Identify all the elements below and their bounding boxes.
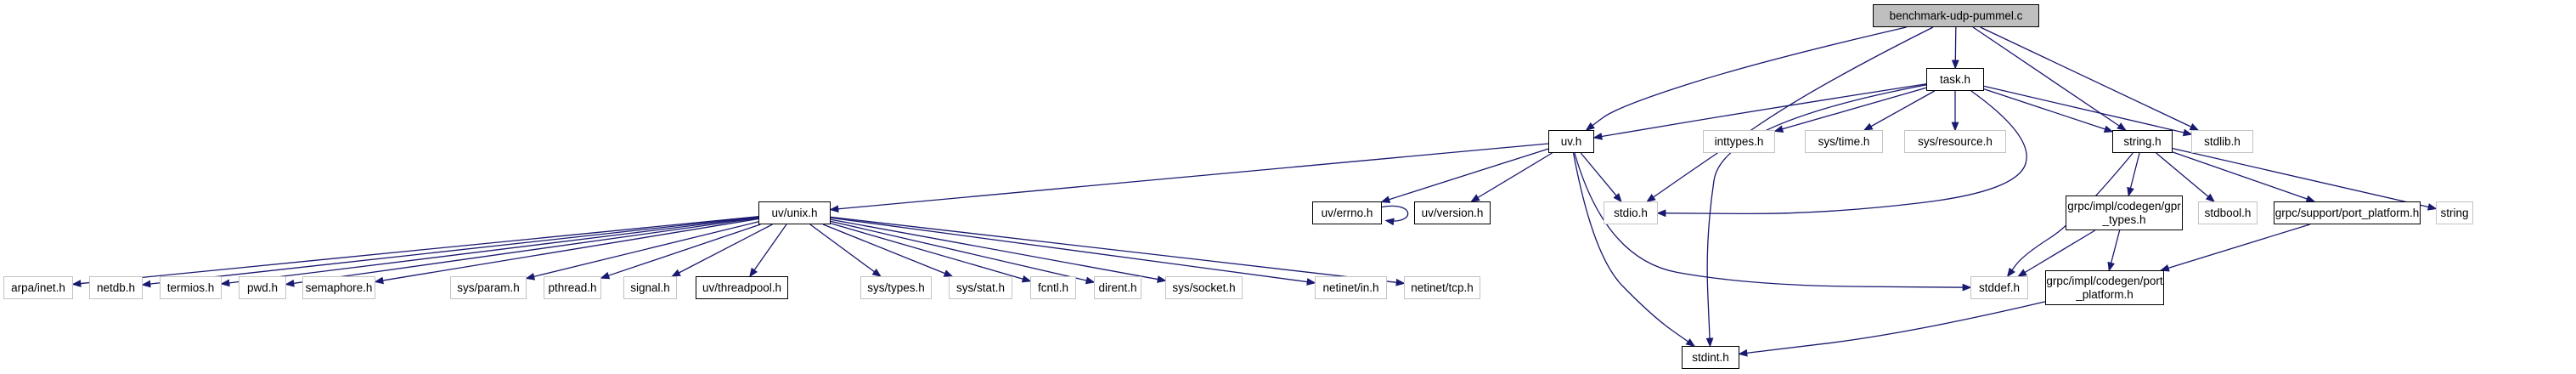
include-edge-string-h-to-string [2172,147,2438,211]
include-edge-uv-unix-h-to-netdb-h [141,216,759,288]
header-node-gpr-types-h[interactable]: grpc/impl/codegen/gpr _types.h [2066,196,2183,230]
include-edge-gpr-types-h-to-stddef-h [2017,230,2096,277]
header-node-sys-types-h: sys/types.h [860,276,932,299]
include-edge-uv-h-to-stdio-h [1580,152,1622,203]
include-edge-uv-unix-h-to-pwd-h [285,217,759,287]
include-edge-uv-unix-h-to-dirent-h [830,220,1096,285]
header-node-signal-h: signal.h [623,276,677,299]
header-node-fcntl-h: fcntl.h [1030,276,1076,299]
include-edge-uv-unix-h-to-sys-param-h [525,221,759,280]
header-node-sys-stat-h: sys/stat.h [949,276,1012,299]
include-edge-uv-h-to-stdint-h [1572,152,1696,347]
header-node-uv-unix-h[interactable]: uv/unix.h [758,201,831,224]
header-node-termios-h: termios.h [160,276,222,299]
include-edge-benchmark-udp-pummel-c-to-task-h [1951,26,1959,70]
header-node-string-h[interactable]: string.h [2112,130,2173,153]
include-edge-codegen-port-platform-h-to-stdint-h [1738,301,2046,357]
header-node-sys-socket-h: sys/socket.h [1165,276,1243,299]
include-edge-string-h-to-stddef-h [2006,152,2134,278]
header-node-dirent-h: dirent.h [1094,276,1141,299]
header-node-pthread-h: pthread.h [544,276,601,299]
header-node-uv-threadpool-h[interactable]: uv/threadpool.h [696,276,788,299]
header-node-uv-h[interactable]: uv.h [1548,130,1594,153]
include-edge-uv-unix-h-to-termios-h [220,217,759,287]
include-edge-uv-unix-h-to-semaphore-h [374,218,759,285]
include-edge-task-h-to-stdint-h [1705,84,1927,348]
include-edge-string-h-to-stdbool-h [2156,152,2216,203]
header-node-semaphore-h: semaphore.h [302,276,375,299]
header-node-grpc-support-port-platform-h[interactable]: grpc/support/port_platform.h [2274,201,2421,224]
include-edge-benchmark-udp-pummel-c-to-uv-h [1585,26,1907,131]
include-edge-benchmark-udp-pummel-c-to-string-h [1972,26,2127,131]
include-edge-uv-unix-h-to-signal-h [671,224,773,277]
include-edge-string-h-to-gpr-types-h [2127,152,2140,197]
header-node-codegen-port-platform-h[interactable]: grpc/impl/codegen/port _platform.h [2045,270,2164,305]
include-edge-uv-unix-h-to-arpa-inet-h [71,216,759,287]
header-node-netdb-h: netdb.h [89,276,143,299]
header-node-sys-resource-h: sys/resource.h [1904,130,2006,153]
include-edge-uv-unix-h-to-uv-threadpool-h [749,224,787,278]
include-edge-uv-h-to-uv-version-h [1470,152,1553,202]
include-edge-task-h-to-uv-h [1592,83,1927,140]
include-edge-uv-h-to-uv-unix-h [829,143,1549,213]
header-node-stdlib-h: stdlib.h [2191,130,2253,153]
include-edge-uv-unix-h-to-netinet-tcp-h [830,216,1406,286]
header-node-string: string [2436,201,2473,224]
header-node-stdint-h[interactable]: stdint.h [1682,346,1739,369]
include-edge-benchmark-udp-pummel-c-to-stdio-h [1646,26,1934,202]
header-node-stdbool-h: stdbool.h [2198,201,2258,224]
header-node-pwd-h: pwd.h [239,276,286,299]
header-node-stdio-h: stdio.h [1604,201,1658,224]
include-edge-task-h-to-stdlib-h [1983,85,2193,137]
include-edge-uv-h-to-uv-errno-h [1380,148,1549,203]
include-edge-uv-unix-h-to-netinet-in-h [830,217,1316,286]
include-edge-uv-unix-h-to-sys-types-h [809,224,882,277]
header-node-arpa-inet-h: arpa/inet.h [3,276,73,299]
include-edge-task-h-to-stdio-h [1656,90,2027,218]
header-node-sys-param-h: sys/param.h [450,276,527,299]
include-edge-benchmark-udp-pummel-c-to-stdlib-h [1980,26,2200,131]
header-node-netinet-in-h: netinet/in.h [1315,276,1387,299]
header-node-uv-errno-h[interactable]: uv/errno.h [1312,201,1382,224]
header-node-netinet-tcp-h: netinet/tcp.h [1404,276,1480,299]
include-edge-string-h-to-grpc-support-port-platform-h [2172,151,2316,203]
include-edge-uv-unix-h-to-sys-socket-h [830,218,1167,283]
include-edge-uv-errno-h-to-uv-errno-h [1381,205,1409,226]
header-node-inttypes-h: inttypes.h [1703,130,1775,153]
include-edge-task-h-to-string-h [1983,88,2114,133]
root-file-node-benchmark-udp-pummel-c: benchmark-udp-pummel.c [1873,4,2039,27]
include-edge-task-h-to-sys-time-h [1863,90,1936,131]
header-node-uv-version-h[interactable]: uv/version.h [1414,201,1491,224]
header-node-task-h[interactable]: task.h [1926,68,1984,91]
include-edge-task-h-to-inttypes-h [1773,87,1927,133]
header-node-sys-time-h: sys/time.h [1805,130,1883,153]
include-edge-uv-unix-h-to-sys-stat-h [822,224,954,277]
include-edge-uv-unix-h-to-pthread-h [600,224,761,280]
include-edge-uv-h-to-stddef-h [1574,152,1972,292]
header-node-stddef-h: stddef.h [1970,276,2028,299]
include-edge-grpc-support-port-platform-h-to-codegen-port-platform-h [2159,224,2310,272]
include-edge-uv-unix-h-to-fcntl-h [830,223,1032,283]
include-edge-gpr-types-h-to-codegen-port-platform-h [2107,230,2121,272]
